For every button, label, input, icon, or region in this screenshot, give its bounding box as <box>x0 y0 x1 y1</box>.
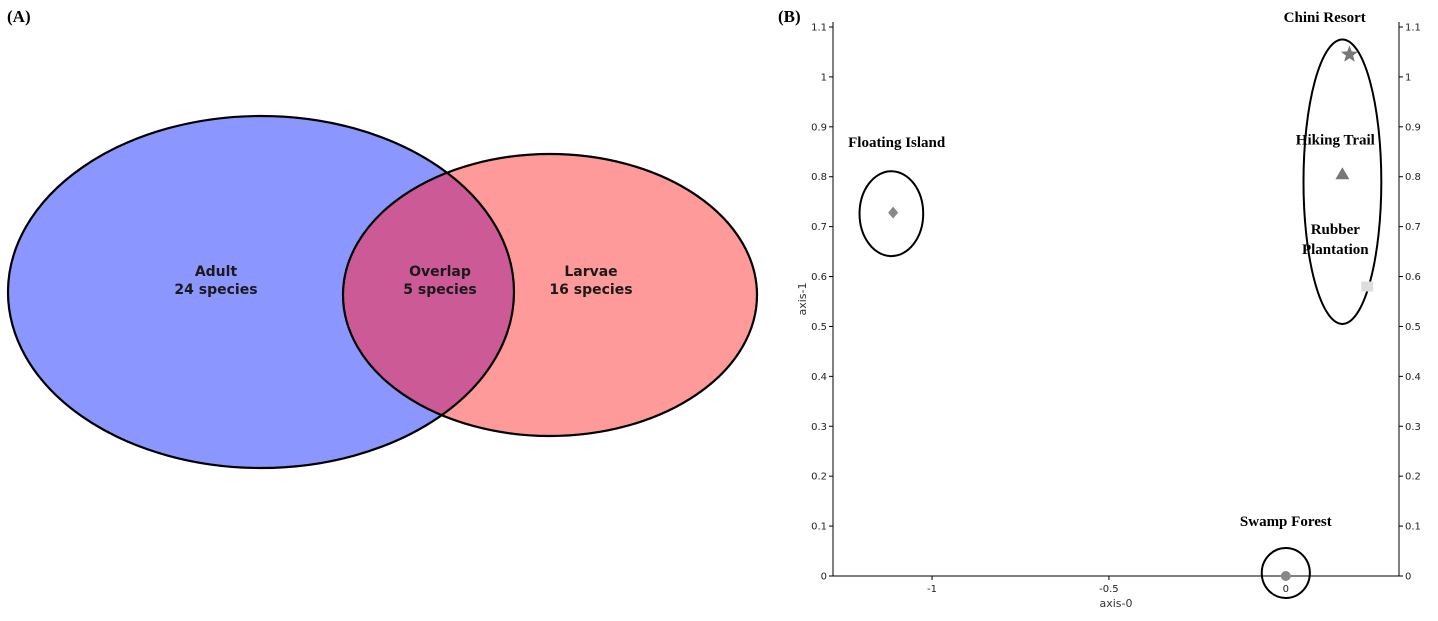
x-tick-label: -0.5 <box>1099 584 1119 595</box>
site-label: Floating Island <box>848 135 946 151</box>
venn-larvae-count: 16 species <box>549 282 632 298</box>
y-ticks: 0 0 0.1 0.1 0.2 0.2 0.3 0.3 0.4 0.4 0.5 0.5 0.6 0.6 0.… <box>811 22 1421 582</box>
x-tick-label: -1 <box>927 584 937 595</box>
y-tick-label: 0.2 <box>811 472 827 483</box>
site-label: Rubber <box>1311 222 1361 238</box>
y-tick-label: 0.9 <box>811 122 827 133</box>
site-label: Swamp Forest <box>1240 514 1332 530</box>
y-tick-label: 0.3 <box>811 422 827 433</box>
y-tick-label-right: 0.3 <box>1405 422 1421 433</box>
y-tick-label: 0.6 <box>811 272 827 283</box>
group-ellipse <box>1302 38 1383 325</box>
y-tick-label: 0.7 <box>811 222 827 233</box>
point-hiking-trail <box>1335 167 1350 180</box>
venn-outline-adult <box>6 114 516 470</box>
point-chini-resort <box>1340 45 1358 62</box>
data-points <box>888 45 1374 581</box>
y-tick-label: 0 <box>821 572 827 583</box>
y-tick-label: 0.1 <box>811 522 827 533</box>
site-label: Hiking Trail <box>1296 132 1375 148</box>
point-floating-island <box>888 206 899 219</box>
y-tick-label: 1.1 <box>811 22 827 33</box>
panel-a-label: (A) <box>7 7 31 26</box>
y-tick-label-right: 1.1 <box>1405 22 1421 33</box>
y-tick-label-right: 0.7 <box>1405 222 1421 233</box>
venn-adult-count: 24 species <box>174 282 257 298</box>
y-tick-label-right: 0 <box>1405 572 1411 583</box>
y-tick-label: 0.8 <box>811 172 827 183</box>
y-tick-label-right: 1 <box>1405 72 1411 83</box>
x-axis-title: axis-0 <box>1099 597 1132 610</box>
site-label: Plantation <box>1302 242 1369 258</box>
venn-overlap-label: Overlap <box>409 264 471 280</box>
y-tick-label-right: 0.8 <box>1405 172 1421 183</box>
y-axis-title: axis-1 <box>796 282 809 315</box>
group-ellipses <box>858 38 1383 599</box>
y-tick-label-right: 0.6 <box>1405 272 1421 283</box>
venn-outline-larvae <box>341 152 759 438</box>
venn-larvae-label: Larvae <box>564 264 617 280</box>
site-label: Chini Resort <box>1284 10 1366 26</box>
venn-diagram: Adult 24 species Overlap 5 species Larva… <box>6 114 759 470</box>
y-tick-label-right: 0.2 <box>1405 472 1421 483</box>
scatter-plot: 0 0 0.1 0.1 0.2 0.2 0.3 0.3 0.4 0.4 0.5 0.5 0.6 0.6 0.… <box>796 10 1421 610</box>
y-tick-label: 0.4 <box>811 372 827 383</box>
x-ticks: -1 -0.5 0 <box>927 576 1289 595</box>
y-tick-label: 1 <box>821 72 827 83</box>
y-tick-label: 0.5 <box>811 322 827 333</box>
y-tick-label-right: 0.9 <box>1405 122 1421 133</box>
point-swamp-forest <box>1280 571 1291 581</box>
panel-b-label: (B) <box>778 7 801 26</box>
group-ellipse <box>858 170 925 258</box>
venn-overlap-count: 5 species <box>403 282 476 298</box>
x-tick-label: 0 <box>1283 584 1289 595</box>
point-rubber-plantation <box>1361 281 1374 292</box>
group-ellipse <box>1260 547 1311 599</box>
y-tick-label-right: 0.5 <box>1405 322 1421 333</box>
venn-adult-label: Adult <box>195 264 238 280</box>
y-tick-label-right: 0.4 <box>1405 372 1421 383</box>
y-tick-label-right: 0.1 <box>1405 522 1421 533</box>
